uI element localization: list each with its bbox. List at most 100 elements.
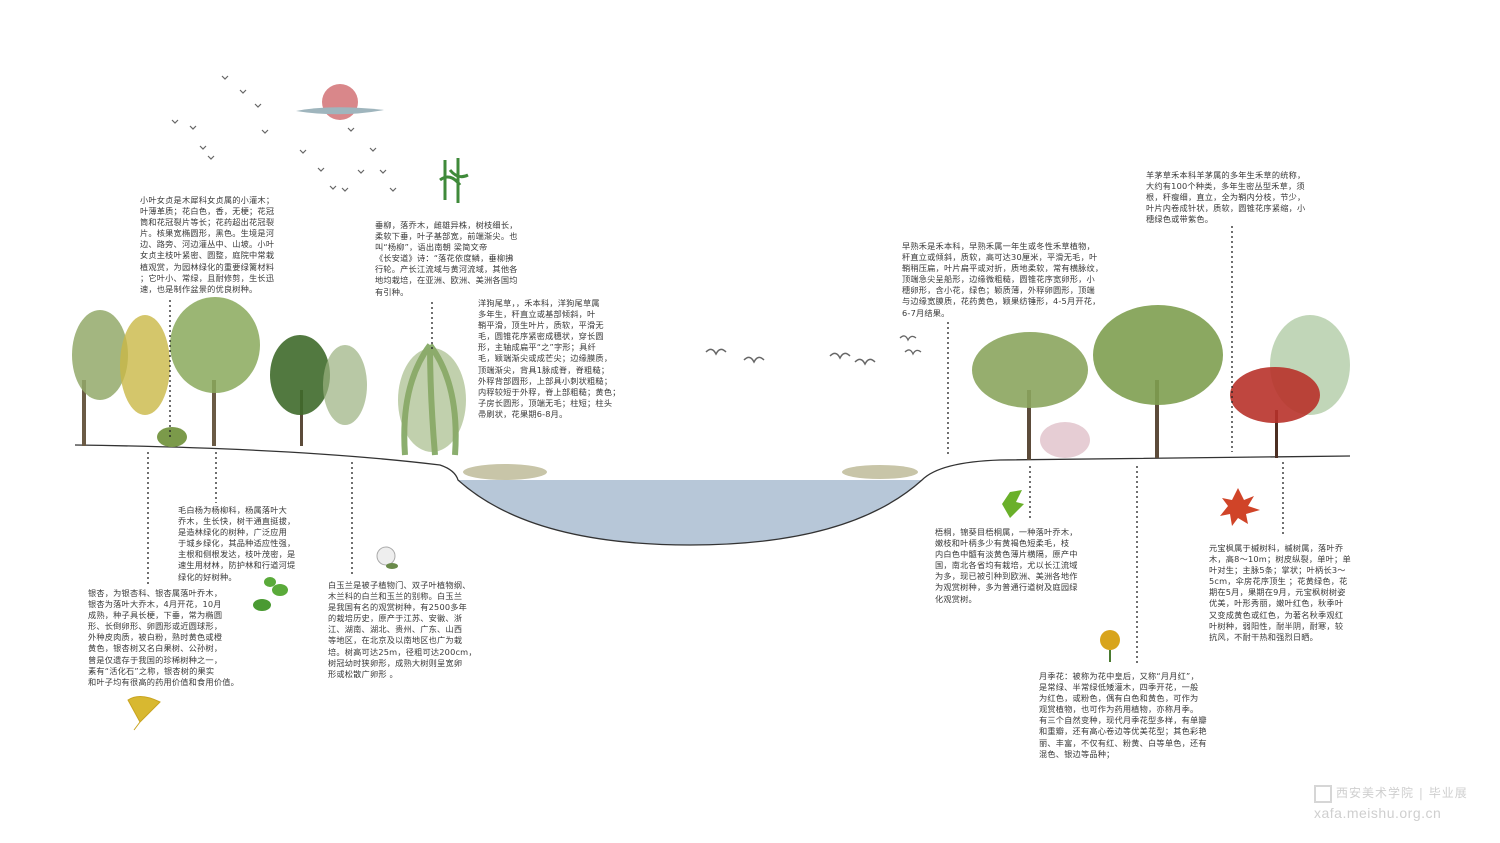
note-line: 秆直立或倾斜，质软，高可达30厘米，平滑无毛，叶	[902, 252, 1098, 263]
note-line: 是常绿、半常绿低矮灌木，四季开花，一般	[1039, 682, 1199, 693]
note-line: 化观赏树。	[935, 593, 977, 604]
note-line: 是我国有名的观赏树种，有2500多年	[328, 602, 468, 613]
note-line: 《长安道》诗：“落花依度鳞，垂柳拂	[375, 253, 514, 264]
note-line: 和叶子均有很高的药用价值和食用价值。	[88, 676, 239, 687]
note-line: 大约有100个种类，多年生密丛型禾草，须	[1146, 181, 1305, 192]
note-line: 外稃背部圆形，上部具小刺状粗糙；	[478, 375, 613, 386]
note-line: 优美，叶形秀丽，嫩叶红色，秋季叶	[1209, 598, 1344, 609]
note-line: 内白色中髓有淡黄色薄片横隔，原产中	[935, 549, 1078, 560]
note-line: 女贞主枝叶紧密、圆整，庭院中常栽	[140, 250, 275, 261]
right-bank-trees	[842, 305, 1350, 479]
note-line: 观赏植物，也可作为药用植物，亦称月季。	[1039, 704, 1199, 715]
note-line: 与边缘宽膜质，花药黄色，颖果纺锤形，4-5月开花，	[902, 296, 1101, 307]
note-line: 等地区，在北京及以南地区也广为栽	[328, 635, 463, 646]
watermark-url: xafa.meishu.org.cn	[1314, 804, 1442, 821]
poplar-leaf-icon	[253, 577, 288, 611]
note-yang-gouweicao: 洋狗尾草，，禾本科，洋狗尾草属多年生，秆直立或基部倾斜，叶鞘平滑，顶生叶片，质软…	[478, 298, 621, 420]
note-line: 为多，现已被引种到欧洲、美洲各地作	[935, 571, 1078, 582]
note-line: 木，高8～10m；树皮纵裂，单叶；单	[1209, 554, 1351, 565]
note-line: 洋狗尾草，，禾本科，洋狗尾草属	[478, 298, 600, 308]
note-line: 帚刷状，花果期6-8月。	[478, 408, 568, 419]
note-line: 木兰科的白兰和玉兰的别称。白玉兰	[328, 591, 463, 602]
note-line: 抗风，不耐干热和强烈日晒。	[1209, 631, 1319, 642]
note-line: 外种皮肉质，被白粉，熟时黄色或橙	[88, 632, 223, 643]
note-line: 有引种。	[375, 286, 409, 297]
note-line: 顶端渐尖，背具1脉成脊，脊粗糙；	[478, 364, 610, 375]
note-line: 片。核果宽椭圆形，黑色。生境是河	[140, 228, 275, 239]
note-line: 于城乡绿化，其品种适应性强，	[178, 538, 296, 549]
note-line: 形、长倒卵形、卵圆形或近圆球形，	[88, 621, 223, 632]
note-line: 叫“杨柳”，语出南朝 梁简文帝	[375, 242, 488, 253]
bamboo-icon	[439, 158, 469, 203]
note-line: 又变成黄色或红色，为著名秋季观红	[1209, 609, 1344, 620]
note-line: 元宝枫属于槭树科，槭树属，落叶乔	[1209, 543, 1344, 553]
note-line: 形，主轴成扁平“之”字形；具纤	[478, 342, 596, 353]
watermark-event: 毕业展	[1428, 786, 1468, 800]
note-line: 速生用材林，防护林和行道河堤	[178, 560, 296, 571]
note-line: 毛白杨为杨柳科，杨属落叶大	[178, 505, 288, 515]
note-zaoshuhe: 早熟禾是禾本科，早熟禾属一年生或冬性禾草植物，秆直立或倾斜，质软，高可达30厘米…	[902, 241, 1103, 319]
note-line: ；它叶小、常绿，且耐修剪，生长迅	[140, 272, 275, 283]
note-line: 为红色，或粉色，偶有白色和黄色，可作为	[1039, 693, 1199, 704]
note-line: 鞘稍压扁，叶片扁平或对折，质地柔软，常有横脉纹，	[902, 263, 1104, 274]
note-xiaoye-nvzhen: 小叶女贞是木犀科女贞属的小灌木；叶薄革质；花白色，香，无梗；花冠筒和花冠裂片等长…	[140, 195, 274, 295]
note-line: 早熟禾是禾本科，早熟禾属一年生或冬性禾草植物，	[902, 241, 1095, 251]
note-line: 地均栽培，在亚洲、欧洲、美洲各国均	[375, 275, 518, 286]
wutong-leaf-icon	[1002, 490, 1024, 518]
note-line: 梧桐，锦葵目梧桐属，一种落叶乔木，	[935, 527, 1078, 537]
leader-lines	[147, 226, 1284, 665]
note-baiyulan: 白玉兰是被子植物门、双子叶植物纲、木兰科的白兰和玉兰的别称。白玉兰是我国有名的观…	[328, 580, 477, 680]
note-line: 为观赏树种，多为普通行道树及庭园绿	[935, 582, 1078, 593]
note-line: 筒和花冠裂片等长；花药超出花冠裂	[140, 217, 275, 228]
note-line: 行轮。产长江流域与黄河流域，其他各	[375, 264, 518, 275]
watermark-school: 西安美术学院	[1336, 786, 1415, 800]
note-line: 鞘平滑，顶生叶片，质软，平滑无	[478, 320, 604, 331]
note-line: 毛，颖端渐尖或成芒尖；边缘膜质，	[478, 353, 613, 364]
note-line: 银杏，为银杏科、银杏属落叶乔木，	[88, 588, 223, 598]
sun-icon	[322, 84, 358, 120]
note-line: 形或松散广卵形 。	[328, 668, 398, 679]
maple-leaf-icon	[1220, 488, 1260, 526]
left-bank-trees	[72, 297, 547, 480]
note-chuiliu: 垂柳，落乔木，雌雄异株，树枝细长，柔软下垂，叶子基部宽，前端渐尖。也叫“杨柳”，…	[375, 220, 518, 298]
note-line: 内稃较短于外稃，脊上部粗糙；黄色；	[478, 386, 621, 397]
note-line: 叶薄革质；花白色，香，无梗；花冠	[140, 206, 275, 217]
ginkgo-leaf-icon	[127, 696, 161, 731]
watermark-separator: |	[1418, 786, 1424, 800]
note-line: 嫩枝和叶柄多少有黄褐色短柔毛，枝	[935, 538, 1070, 549]
note-wutong: 梧桐，锦葵目梧桐属，一种落叶乔木，嫩枝和叶柄多少有黄褐色短柔毛，枝内白色中髓有淡…	[935, 527, 1078, 605]
note-line: 国，南北各省均有栽培，尤以长江流域	[935, 560, 1078, 571]
note-line: 叶树种，弱阳性，耐半阴，耐寒，较	[1209, 620, 1344, 631]
note-yinxing: 银杏，为银杏科、银杏属落叶乔木，银杏为落叶大乔木，4月开花，10月成熟，种子具长…	[88, 588, 239, 688]
note-line: 羊茅草禾本科羊茅属的多年生禾草的统称，	[1146, 170, 1306, 180]
note-line: 培。树高可达25m，径粗可达200cm，	[328, 646, 477, 657]
note-line: 主根和侧根发达，枝叶茂密，是	[178, 549, 296, 560]
note-line: 毛，圆锥花序紧密成穗状，穿长圆	[478, 331, 604, 342]
note-line: 乔木，生长快，树干通直挺拔，	[178, 516, 296, 527]
note-yuejihua: 月季花：被称为花中皇后，又称“月月红”，是常绿、半常绿低矮灌木，四季开花，一般为…	[1039, 671, 1207, 760]
note-line: 银杏为落叶大乔木，4月开花，10月	[88, 599, 222, 610]
note-line: 边、路旁、河边灌丛中、山坡。小叶	[140, 239, 275, 250]
note-line: 有三个自然变种，现代月季花型多样，有单瓣	[1039, 715, 1207, 726]
note-line: 树冠幼时狭卵形，成熟大树则呈宽卵	[328, 657, 463, 668]
note-line: 成熟，种子具长梗，下垂，常为椭圆	[88, 610, 223, 621]
note-line: 黄色，银杏树又名白果树、公孙树，	[88, 643, 223, 654]
watermark: 西安美术学院 | 毕业展 xafa.meishu.org.cn	[1314, 784, 1468, 821]
magnolia-flower-icon	[376, 546, 398, 569]
note-line: 顶端急尖呈船形，边缘微粗糙，圆锥花序宽卵形，小	[902, 274, 1095, 285]
note-line: 植观赏，为园林绿化的重要绿篱材料	[140, 261, 275, 272]
note-line: 穗绿色或带紫色。	[1146, 214, 1214, 225]
note-line: 丽、丰富，不仅有红、粉黄、白等单色，还有	[1039, 737, 1207, 748]
note-line: 的栽培历史，原产于江苏、安徽、浙	[328, 613, 463, 624]
note-line: 混色、银边等品种；	[1039, 748, 1115, 759]
note-yuanbaofeng: 元宝枫属于槭树科，槭树属，落叶乔木，高8～10m；树皮纵裂，单叶；单叶对生；主脉…	[1209, 543, 1351, 643]
rose-flower-icon	[1100, 630, 1120, 662]
cloud-icon	[296, 107, 384, 115]
note-line: 月季花：被称为花中皇后，又称“月月红”，	[1039, 671, 1199, 681]
note-line: 是造林绿化的树种，广泛应用	[178, 527, 288, 538]
note-line: 小叶女贞是木犀科女贞属的小灌木；	[140, 195, 275, 205]
note-line: 5cm，伞房花序顶生 ；花黄绿色，花	[1209, 576, 1348, 587]
note-line: 白玉兰是被子植物门、双子叶植物纲、	[328, 580, 471, 590]
